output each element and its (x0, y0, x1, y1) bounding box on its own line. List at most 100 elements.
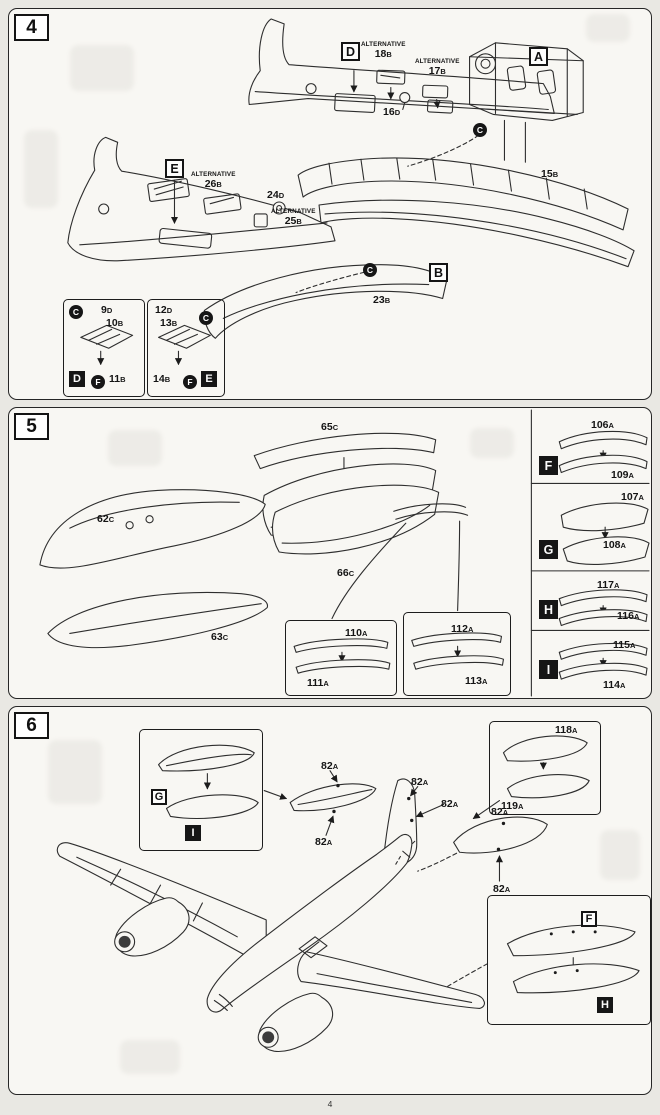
part-label-65C: 65C (321, 421, 339, 433)
part-label-112A: 112A (451, 623, 474, 635)
page-number: 4 (327, 1099, 333, 1109)
subassembly-i-drawing (558, 642, 648, 680)
fuselage-62c-drawing (39, 489, 266, 569)
part-label-117A: 117A (597, 579, 620, 591)
part-label-116A: 116A (617, 610, 640, 622)
detail-inset-d (63, 299, 145, 397)
part-label-82A: 82A (491, 806, 509, 818)
lower-fuselage-strip-drawing (318, 199, 635, 268)
tailplane-inset-right (489, 721, 601, 815)
step-number: 5 (26, 415, 37, 437)
assembly-box-h: H (539, 600, 558, 619)
alternative-part-label-26B: ALTERNATIVE 26B (191, 171, 236, 191)
assembly-box-g: G (539, 540, 558, 559)
show-through-artifact (470, 428, 514, 458)
step4-drawing (67, 18, 635, 366)
part-label-12D: 12D (155, 304, 173, 316)
subassembly-h-drawing (558, 589, 648, 627)
aircraft-drawing (56, 834, 485, 1052)
sprue-box-b: B (429, 263, 448, 282)
assembly-box-h: H (597, 997, 613, 1013)
show-through-artifact (600, 830, 640, 880)
part-label-66C: 66C (337, 567, 355, 579)
subassembly-g-drawing (560, 502, 650, 565)
sprue-box-a: A (529, 47, 548, 66)
cockpit-module-drawing (469, 42, 584, 163)
part-label-13B: 13B (160, 317, 178, 329)
part-label-108A: 108A (603, 539, 626, 551)
show-through-artifact (24, 130, 58, 208)
tailplane-inset-right-drawing (472, 735, 590, 820)
show-through-artifact (70, 45, 134, 91)
sprue-box-e: E (165, 159, 184, 178)
assembly-box-f: F (539, 456, 558, 475)
canopy-glazing-strip-drawing (297, 157, 629, 231)
alternative-label: ALTERNATIVE (415, 58, 460, 65)
part-label-115A: 115A (613, 639, 636, 651)
alternative-part-label-18B: ALTERNATIVE 18B (361, 41, 406, 61)
circle-label-f: F (91, 375, 105, 389)
inset-110-111-drawing (293, 638, 391, 674)
left-fuselage-half-drawing (67, 136, 336, 262)
alternative-part-label-17B: ALTERNATIVE 17B (415, 58, 460, 78)
part-label-24D: 24D (267, 189, 285, 201)
part-label-15B: 15B (541, 168, 559, 180)
show-through-artifact (48, 740, 102, 804)
step5-drawing (39, 409, 650, 697)
part-label-82A: 82A (441, 798, 459, 810)
alternative-label: ALTERNATIVE (361, 41, 406, 48)
assembly-box-f: F (581, 911, 597, 927)
fuselage-63c-drawing (47, 591, 269, 649)
step6-drawing (56, 735, 640, 1052)
show-through-artifact (586, 14, 630, 42)
column-dividers (530, 409, 650, 697)
part-label-118A: 118A (555, 724, 578, 736)
assembly-box-g: G (151, 789, 167, 805)
sprue-box-d: D (341, 42, 360, 61)
tailplane-inset-left (139, 729, 263, 851)
flap-inset-drawing (445, 924, 640, 994)
part-label-82A: 82A (315, 836, 333, 848)
elevator-piece-drawing (289, 770, 377, 836)
flap-part-drawing (331, 503, 469, 620)
canopy (298, 936, 328, 959)
circle-label-c: C (69, 305, 83, 319)
step-number: 4 (26, 16, 37, 38)
alternative-label: ALTERNATIVE (271, 208, 316, 215)
step-6-panel: 6 G I 82A 82A 82A 82A 82A 82A 118A 119A … (8, 706, 652, 1095)
assembly-box-i: I (539, 660, 558, 679)
assembly-box-i: I (185, 825, 201, 841)
inset-112-113-drawing (411, 632, 505, 670)
wing-lower-piece-drawing (272, 484, 440, 555)
step-4-panel: 4 D ALTERNATIVE 18B ALTERNATIVE 17B 16D … (8, 8, 652, 400)
part-label-82A: 82A (411, 776, 429, 788)
part-label-106A: 106A (591, 419, 614, 431)
step-number-box: 4 (14, 14, 49, 41)
right-wing (297, 951, 485, 1009)
part-label-82A: 82A (493, 883, 511, 895)
part-label-82A: 82A (321, 760, 339, 772)
belly-panel-drawing (203, 264, 448, 339)
step-number: 6 (26, 714, 37, 736)
detail-inset-e (147, 299, 225, 397)
flap-inset-right (487, 895, 651, 1025)
part-label-113A: 113A (465, 675, 488, 687)
assembly-arrows (170, 70, 441, 224)
part-label-107A: 107A (621, 491, 644, 503)
step-5-panel: 5 65C 62C 66C 63C 110A 111A 112A 113A 10… (8, 407, 652, 699)
alternative-part-label-25B: ALTERNATIVE 25B (271, 208, 316, 228)
sprue-box-d-inset: D (69, 371, 85, 387)
alternative-label: ALTERNATIVE (191, 171, 236, 178)
part-label-9D: 9D (101, 304, 113, 316)
tailplane-inset-left-drawing (157, 744, 288, 819)
part-label-114A: 114A (603, 679, 626, 691)
part-label-11B: 11B (109, 373, 126, 385)
part-label-14B: 14B (153, 373, 171, 385)
inset-detail-drawings (80, 324, 211, 366)
step-number-box: 5 (14, 413, 49, 440)
flap-inset-110-111 (285, 620, 397, 696)
part-label-109A: 109A (611, 469, 634, 481)
show-through-artifact (108, 430, 162, 466)
circle-label-c: C (363, 263, 377, 277)
